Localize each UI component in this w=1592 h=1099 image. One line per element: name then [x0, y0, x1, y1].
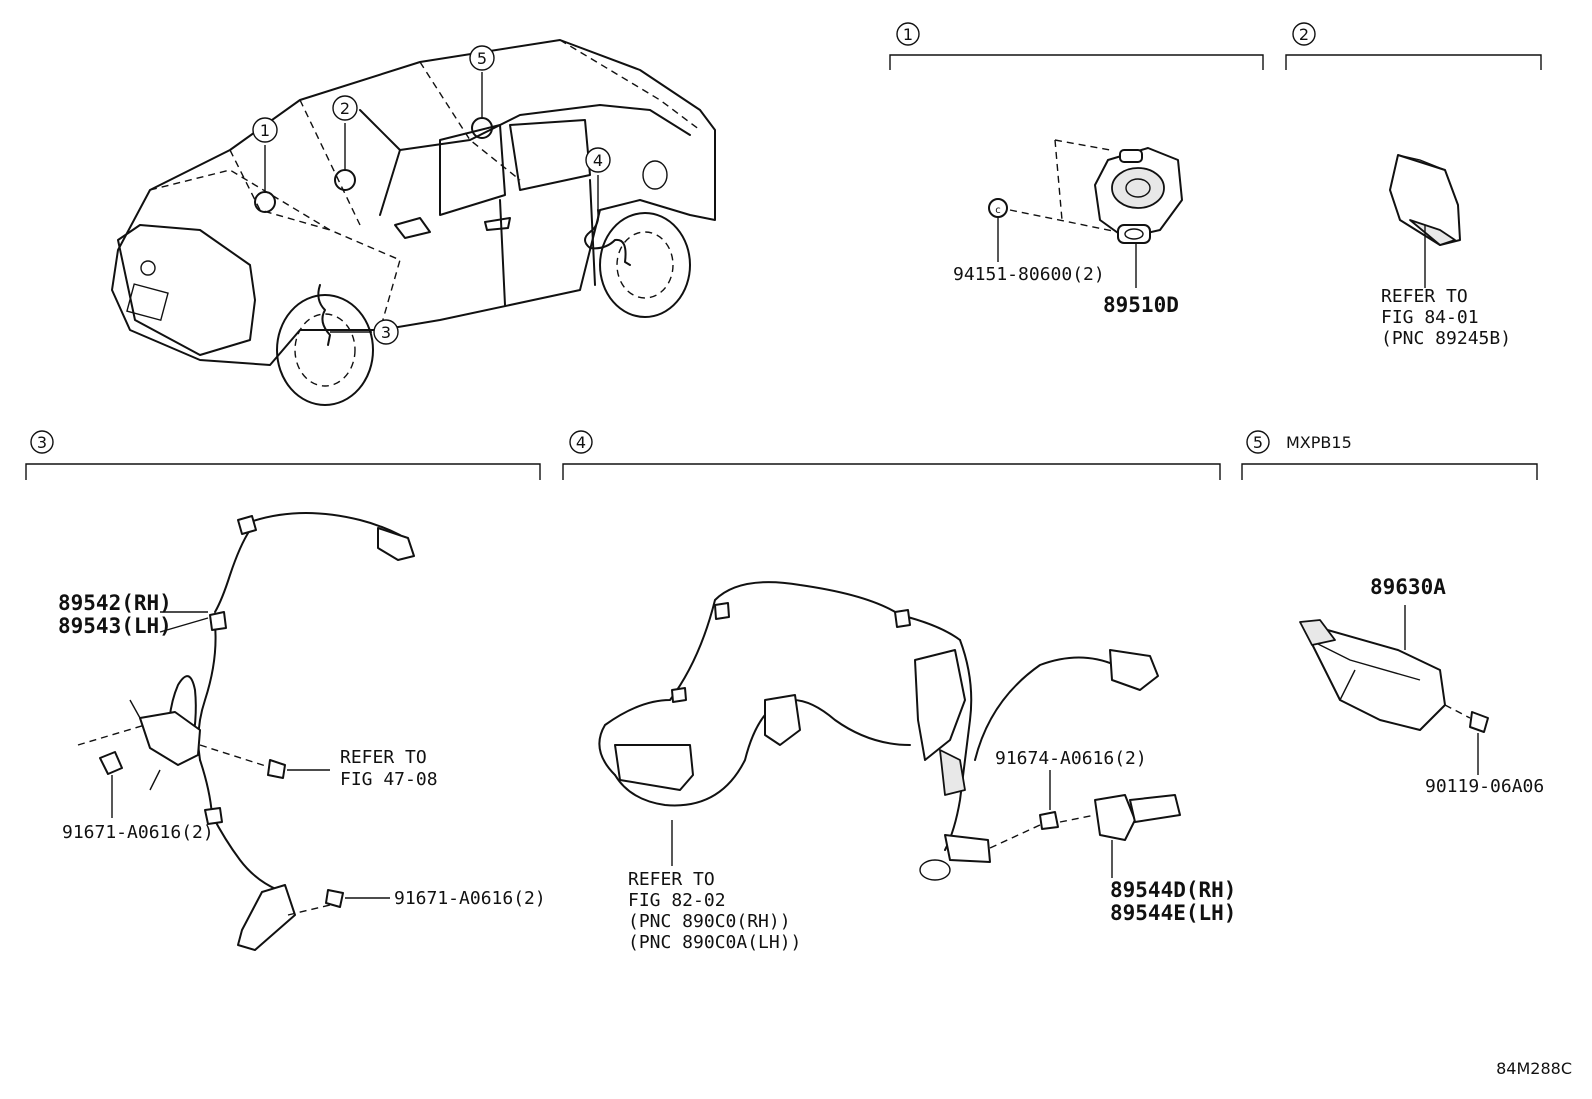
label-91671-a0616-bottom: 91671-A0616(2)	[394, 888, 546, 909]
svg-text:FIG 82-02: FIG 82-02	[628, 890, 726, 911]
section-header-2: 2	[1285, 22, 1542, 70]
note-refer-fig-82-02: REFER TO FIG 82-02 (PNC 890C0(RH)) (PNC …	[628, 869, 801, 953]
callout-5: 5	[469, 45, 495, 71]
section-header-1: 1	[889, 22, 1264, 70]
speed-sensor-harness-front	[77, 511, 415, 951]
svg-text:FIG 84-01: FIG 84-01	[1381, 307, 1479, 328]
label-89630a: 89630A	[1370, 575, 1446, 599]
label-90119-06a06: 90119-06A06	[1425, 776, 1544, 797]
svg-text:c: c	[995, 205, 1001, 216]
sensor-89544	[1094, 794, 1181, 878]
label-94151-80600: 94151-80600(2)	[953, 264, 1105, 285]
bolt-90119	[1444, 704, 1489, 775]
label-89544e-lh: 89544E(LH)	[1110, 901, 1236, 925]
speed-sensor-harness-rear	[598, 581, 1159, 881]
figure-code: 84M288C	[1496, 1059, 1572, 1078]
svg-text:1: 1	[260, 121, 270, 140]
vehicle-overview: 1 2 5 4 3	[111, 39, 716, 406]
svg-text:3: 3	[381, 323, 391, 342]
bolt-91674	[989, 770, 1096, 849]
svg-text:(PNC 89245B): (PNC 89245B)	[1381, 328, 1511, 349]
sensor-89510d	[1009, 139, 1183, 288]
label-89510d: 89510D	[1103, 293, 1179, 317]
svg-text:2: 2	[1299, 25, 1309, 44]
note-refer-fig-84-01: REFER TO FIG 84-01 (PNC 89245B)	[1381, 286, 1511, 349]
callout-3: 3	[373, 319, 399, 345]
label-89543-lh: 89543(LH)	[58, 614, 172, 638]
module-89630a	[1299, 605, 1446, 731]
callout-2: 2	[332, 95, 358, 121]
svg-text:(PNC 890C0(RH)): (PNC 890C0(RH))	[628, 911, 791, 932]
svg-text:3: 3	[37, 433, 47, 452]
callout-1: 1	[252, 117, 278, 143]
svg-text:5: 5	[1253, 433, 1263, 452]
bolt-47-08	[267, 759, 330, 779]
sensor-89245b	[1389, 154, 1461, 288]
bolt-91671-left	[99, 751, 123, 818]
bolt-91671-bottom	[325, 889, 390, 908]
note-refer-fig-47-08: REFER TO FIG 47-08	[340, 747, 438, 790]
svg-text:REFER TO: REFER TO	[340, 747, 427, 768]
label-91671-a0616-left: 91671-A0616(2)	[62, 822, 214, 843]
svg-text:FIG 47-08: FIG 47-08	[340, 769, 438, 790]
callout-4: 4	[585, 147, 611, 173]
label-91674-a0616: 91674-A0616(2)	[995, 748, 1147, 769]
svg-text:REFER TO: REFER TO	[1381, 286, 1468, 307]
section-5-model-tag: MXPB15	[1286, 433, 1352, 452]
location-marker-1	[254, 191, 276, 213]
label-89544d-rh: 89544D(RH)	[1110, 878, 1236, 902]
svg-text:2: 2	[340, 99, 350, 118]
svg-text:1: 1	[903, 25, 913, 44]
label-89542-rh: 89542(RH)	[58, 591, 172, 615]
svg-text:4: 4	[576, 433, 586, 452]
bolt-94151: c	[988, 198, 1008, 262]
section-header-3: 3	[25, 430, 541, 480]
svg-text:5: 5	[477, 49, 487, 68]
svg-text:(PNC 890C0A(LH)): (PNC 890C0A(LH))	[628, 932, 801, 953]
section-header-4: 4	[562, 430, 1221, 480]
svg-text:4: 4	[593, 151, 603, 170]
section-header-5: 5 MXPB15	[1241, 430, 1538, 480]
svg-text:REFER TO: REFER TO	[628, 869, 715, 890]
